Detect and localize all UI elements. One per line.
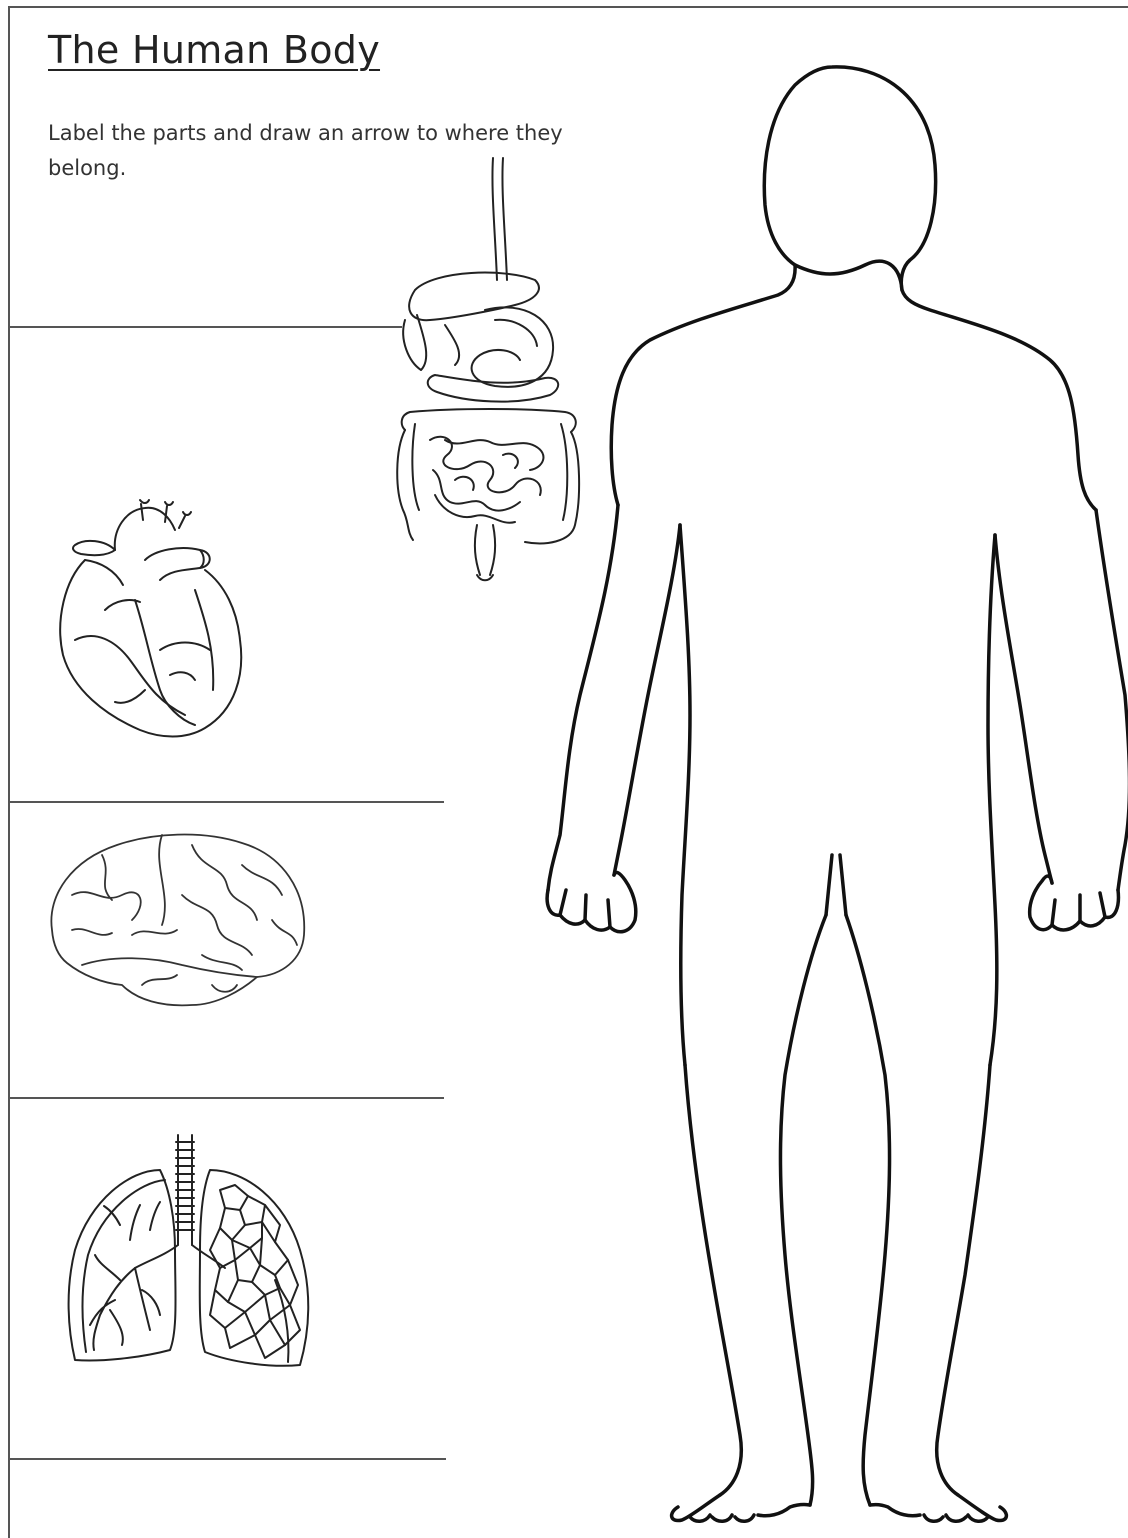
label-line-digestive[interactable] — [10, 326, 402, 328]
brain-illustration — [42, 825, 312, 1025]
label-line-heart[interactable] — [10, 801, 444, 803]
label-line-brain[interactable] — [10, 1097, 444, 1099]
lungs-illustration — [60, 1130, 320, 1380]
heart-illustration — [45, 490, 255, 750]
body-outline-illustration — [540, 55, 1128, 1525]
worksheet-title: The Human Body — [48, 28, 380, 72]
label-line-lungs[interactable] — [10, 1458, 446, 1460]
